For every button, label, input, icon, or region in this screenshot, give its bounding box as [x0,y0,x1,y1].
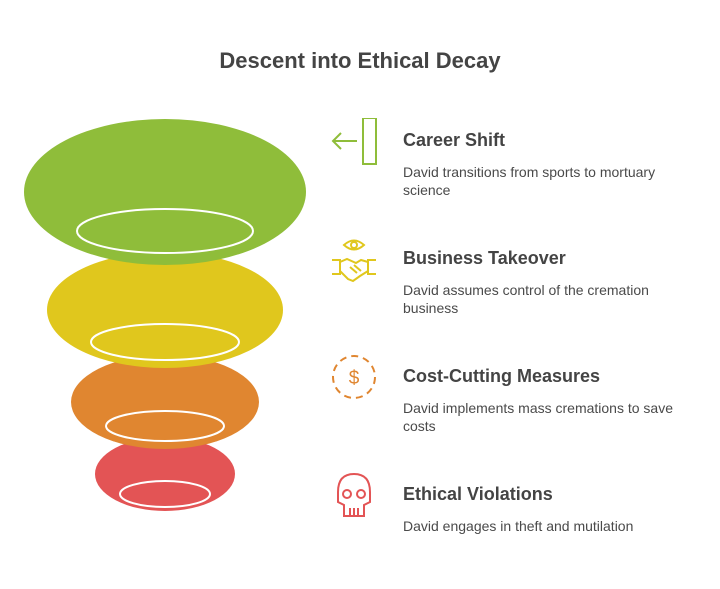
funnel-level-4 [95,437,235,511]
step-description: David implements mass cremations to save… [403,400,673,434]
funnel-level-4-ring [119,480,211,508]
funnel-level-1 [24,119,306,265]
step-heading: Ethical Violations [403,484,553,504]
funnel-level-2 [47,252,283,368]
diagram-title: Descent into Ethical Decay [219,48,501,73]
skull-icon [337,472,371,517]
dollar-circle-icon: $ [332,355,376,399]
svg-text:$: $ [349,368,360,389]
step-description: David assumes control of the cremation b… [403,282,649,316]
step-heading: Business Takeover [403,248,566,268]
step-heading: Cost-Cutting Measures [403,366,601,386]
step-description: David engages in theft and mutilation [403,518,634,534]
step-heading: Career Shift [403,130,506,150]
door-exit-arrow-icon [331,118,377,165]
funnel-level-3 [71,355,259,449]
funnel-level-1-ring [76,208,254,254]
step-description: David transitions from sports to mortuar… [403,164,656,198]
funnel-level-3-ring [105,410,225,442]
eye-handshake-icon [332,239,376,283]
funnel-level-2-ring [90,323,240,361]
